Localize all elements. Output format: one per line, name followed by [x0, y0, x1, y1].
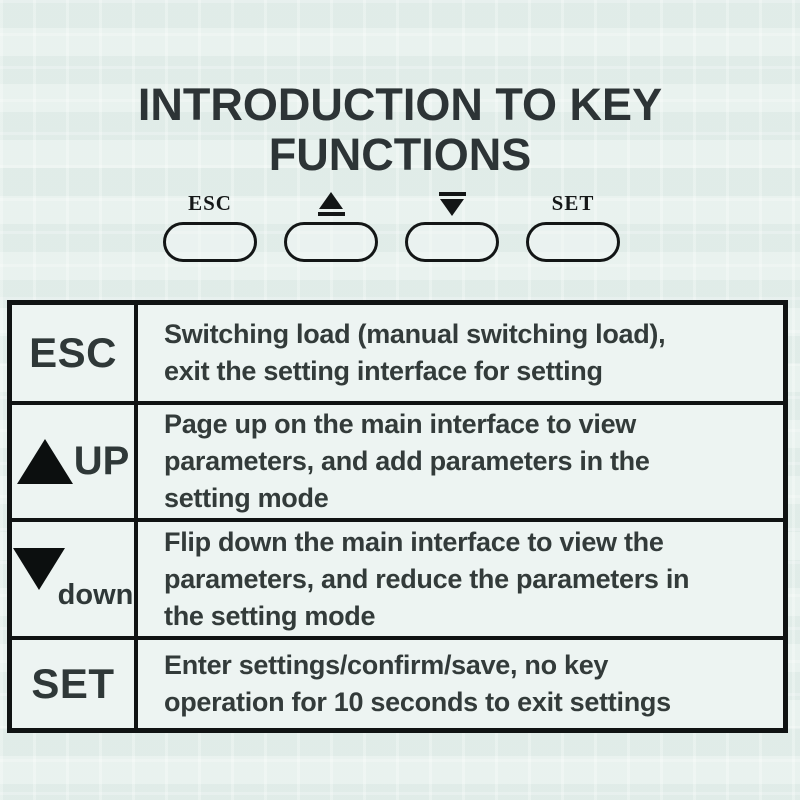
- esc-key-button: [163, 222, 257, 262]
- set-key-cell: SET: [12, 640, 138, 728]
- esc-key-label: ESC: [188, 191, 232, 215]
- set-key-label: SET: [551, 191, 595, 215]
- set-key-button: [526, 222, 620, 262]
- up-key-button: [284, 222, 378, 262]
- down-key-group: [405, 184, 499, 262]
- down-arrow-bar: [438, 192, 466, 196]
- esc-key-group: ESC: [163, 184, 257, 262]
- up-key-cell-label: UP: [73, 439, 130, 483]
- down-key-cell-label: down: [57, 578, 134, 611]
- esc-key-cell: ESC: [12, 305, 138, 401]
- up-key-cell: UP: [12, 405, 138, 518]
- esc-description: Switching load (manual switching load), …: [164, 319, 666, 386]
- set-key-cell-label: SET: [31, 660, 115, 707]
- down-key-label: [438, 184, 466, 222]
- esc-key-cell-label: ESC: [29, 329, 117, 376]
- table-row-down: down Flip down the main interface to vie…: [12, 518, 783, 636]
- up-triangle-icon: [16, 439, 73, 484]
- up-key-group: [284, 184, 378, 262]
- down-key-cell: down: [12, 522, 138, 636]
- table-row-esc: ESC Switching load (manual switching loa…: [12, 305, 783, 401]
- up-arrow-icon: [317, 192, 345, 216]
- table-row-up: UP Page up on the main interface to view…: [12, 401, 783, 518]
- down-triangle-icon: [440, 199, 464, 216]
- table-row-set: SET Enter settings/confirm/save, no key …: [12, 636, 783, 728]
- up-description: Page up on the main interface to view pa…: [164, 409, 650, 513]
- down-key-button: [405, 222, 499, 262]
- down-description: Flip down the main interface to view the…: [164, 526, 690, 631]
- up-key-label: [317, 184, 345, 222]
- page-title: INTRODUCTION TO KEY FUNCTIONS: [137, 79, 663, 181]
- key-buttons-row: ESC SET: [163, 184, 620, 262]
- set-key-group: SET: [526, 184, 620, 262]
- set-description: Enter settings/confirm/save, no key oper…: [164, 650, 671, 717]
- up-arrow-bar: [317, 212, 345, 216]
- down-triangle-icon: [12, 548, 65, 590]
- up-triangle-icon: [319, 192, 343, 209]
- key-functions-table: ESC Switching load (manual switching loa…: [7, 300, 788, 733]
- down-arrow-icon: [438, 192, 466, 216]
